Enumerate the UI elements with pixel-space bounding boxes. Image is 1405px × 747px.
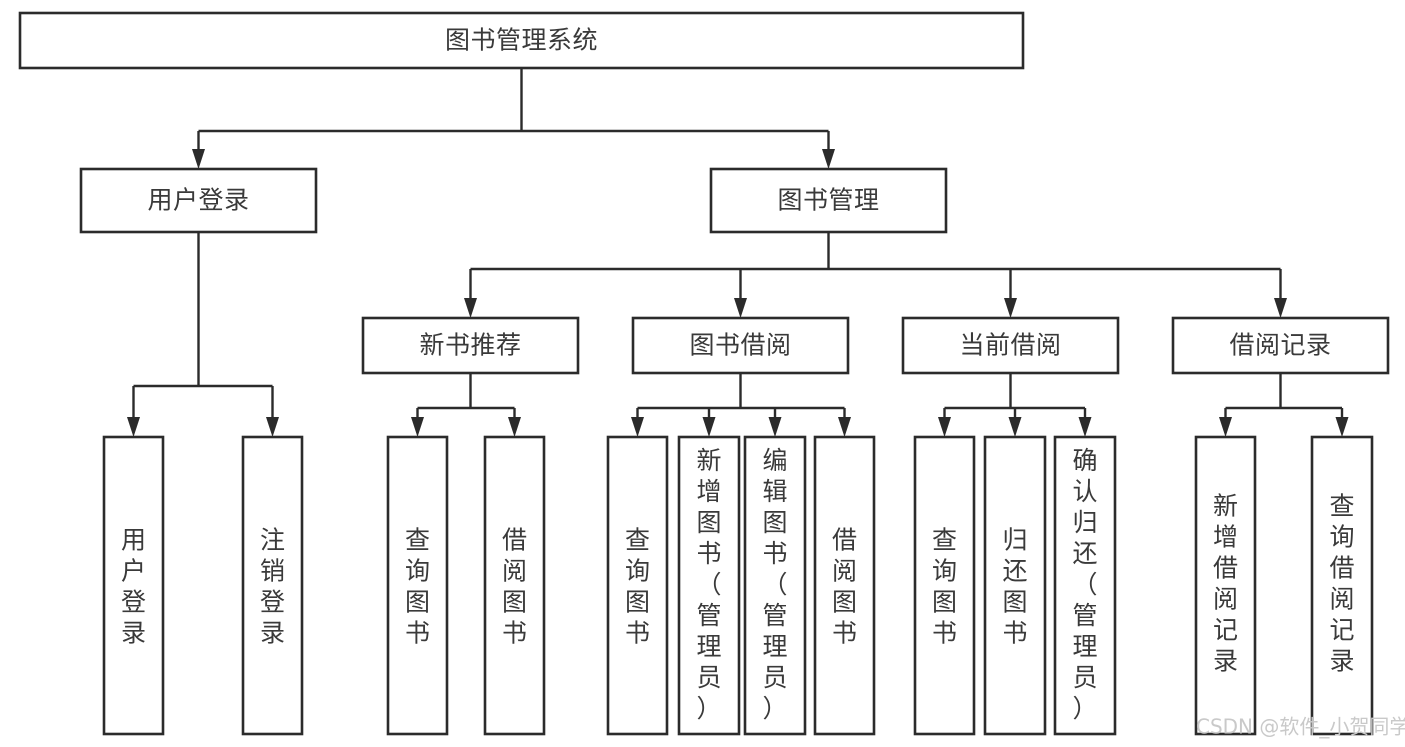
node-new-book-recommend[interactable]: 新书推荐 — [361, 316, 580, 375]
node-box — [901, 316, 1120, 375]
connector-arrow-icon — [822, 149, 835, 169]
node-box — [1310, 435, 1374, 736]
csdn-watermark: CSDN @软件_小贺同学 — [1196, 715, 1405, 739]
node-box — [483, 435, 546, 736]
connector-arrow-icon — [192, 149, 205, 169]
node-box — [709, 167, 948, 234]
node-box — [1053, 435, 1117, 736]
node-book-management[interactable]: 图书管理 — [709, 167, 948, 234]
node-box — [241, 435, 304, 736]
node-current-borrow[interactable]: 当前借阅 — [901, 316, 1120, 375]
connector-arrow-icon — [1004, 298, 1017, 318]
connector-arrow-icon — [838, 417, 851, 437]
node-label-vertical: 查询图书 — [405, 526, 430, 648]
node-label: 图书管理系统 — [445, 26, 598, 55]
connector-arrow-icon — [768, 417, 782, 437]
node-label-vertical: 确认归还（管理员） — [1072, 446, 1097, 723]
node-box — [1194, 435, 1257, 736]
node-box — [361, 316, 580, 375]
node-leaf-add-borrow-record[interactable]: 新增借阅记录 — [1194, 435, 1257, 736]
node-box — [677, 435, 741, 736]
connector-arrow-icon — [1335, 417, 1349, 437]
node-leaf-query-book-borrow[interactable]: 查询图书 — [606, 435, 669, 736]
node-leaf-confirm-return-admin[interactable]: 确认归还（管理员） — [1053, 435, 1117, 736]
connector-arrow-icon — [702, 417, 716, 437]
node-leaf-query-borrow-record[interactable]: 查询借阅记录 — [1310, 435, 1374, 736]
node-box — [606, 435, 669, 736]
node-label-vertical: 借阅图书 — [832, 526, 857, 648]
node-label-vertical: 查询图书 — [932, 526, 957, 648]
node-leaf-edit-book-admin[interactable]: 编辑图书（管理员） — [743, 435, 807, 736]
node-label-vertical: 借阅图书 — [502, 526, 527, 648]
connector-arrow-icon — [1078, 417, 1092, 437]
node-label: 图书管理 — [777, 186, 879, 215]
node-box — [386, 435, 449, 736]
node-label: 借阅记录 — [1229, 331, 1331, 360]
node-leaf-add-book-admin[interactable]: 新增图书（管理员） — [677, 435, 741, 736]
node-label-vertical: 注销登录 — [260, 526, 285, 648]
node-label-vertical: 用户登录 — [121, 526, 146, 648]
node-label: 新书推荐 — [419, 331, 521, 360]
node-leaf-query-book-recommend[interactable]: 查询图书 — [386, 435, 449, 736]
node-leaf-borrow-book-recommend[interactable]: 借阅图书 — [483, 435, 546, 736]
connector-arrow-icon — [734, 298, 747, 318]
node-borrow-record[interactable]: 借阅记录 — [1171, 316, 1390, 375]
node-leaf-query-book-current[interactable]: 查询图书 — [913, 435, 976, 736]
connector-arrow-icon — [631, 417, 644, 437]
node-box — [79, 167, 318, 234]
node-user-login[interactable]: 用户登录 — [79, 167, 318, 234]
node-label-vertical: 归还图书 — [1002, 526, 1027, 648]
node-box — [18, 11, 1025, 70]
node-label: 当前借阅 — [959, 331, 1061, 360]
node-root[interactable]: 图书管理系统 — [18, 11, 1025, 70]
node-box — [913, 435, 976, 736]
connector-arrow-icon — [411, 417, 424, 437]
node-box — [1171, 316, 1390, 375]
watermark-layer: CSDN @软件_小贺同学 — [1196, 715, 1405, 739]
connector-arrow-icon — [127, 417, 140, 437]
connector-arrow-icon — [266, 417, 279, 437]
connector-arrow-icon — [1219, 417, 1232, 437]
nodes-layer: 图书管理系统用户登录图书管理新书推荐图书借阅当前借阅借阅记录用户登录注销登录查询… — [18, 11, 1390, 736]
connector-arrow-icon — [1274, 298, 1287, 318]
node-label: 用户登录 — [147, 186, 249, 215]
node-leaf-borrow-book[interactable]: 借阅图书 — [813, 435, 876, 736]
node-leaf-logout-login[interactable]: 注销登录 — [241, 435, 304, 736]
node-leaf-return-book[interactable]: 归还图书 — [983, 435, 1047, 736]
node-box — [631, 316, 850, 375]
node-leaf-user-login[interactable]: 用户登录 — [102, 435, 165, 736]
node-label-vertical: 查询借阅记录 — [1329, 492, 1354, 676]
connector-arrow-icon — [464, 298, 477, 318]
node-box — [743, 435, 807, 736]
node-box — [102, 435, 165, 736]
node-label-vertical: 查询图书 — [625, 526, 650, 648]
node-label: 图书借阅 — [689, 331, 791, 360]
connector-arrow-icon — [938, 417, 951, 437]
node-box — [983, 435, 1047, 736]
node-box — [813, 435, 876, 736]
connector-arrow-icon — [1008, 417, 1022, 437]
node-label-vertical: 新增借阅记录 — [1213, 492, 1238, 676]
node-book-borrow[interactable]: 图书借阅 — [631, 316, 850, 375]
node-label-vertical: 编辑图书（管理员） — [762, 446, 787, 723]
node-label-vertical: 新增图书（管理员） — [696, 446, 721, 723]
connector-arrow-icon — [508, 417, 521, 437]
connectors-layer — [127, 68, 1349, 437]
